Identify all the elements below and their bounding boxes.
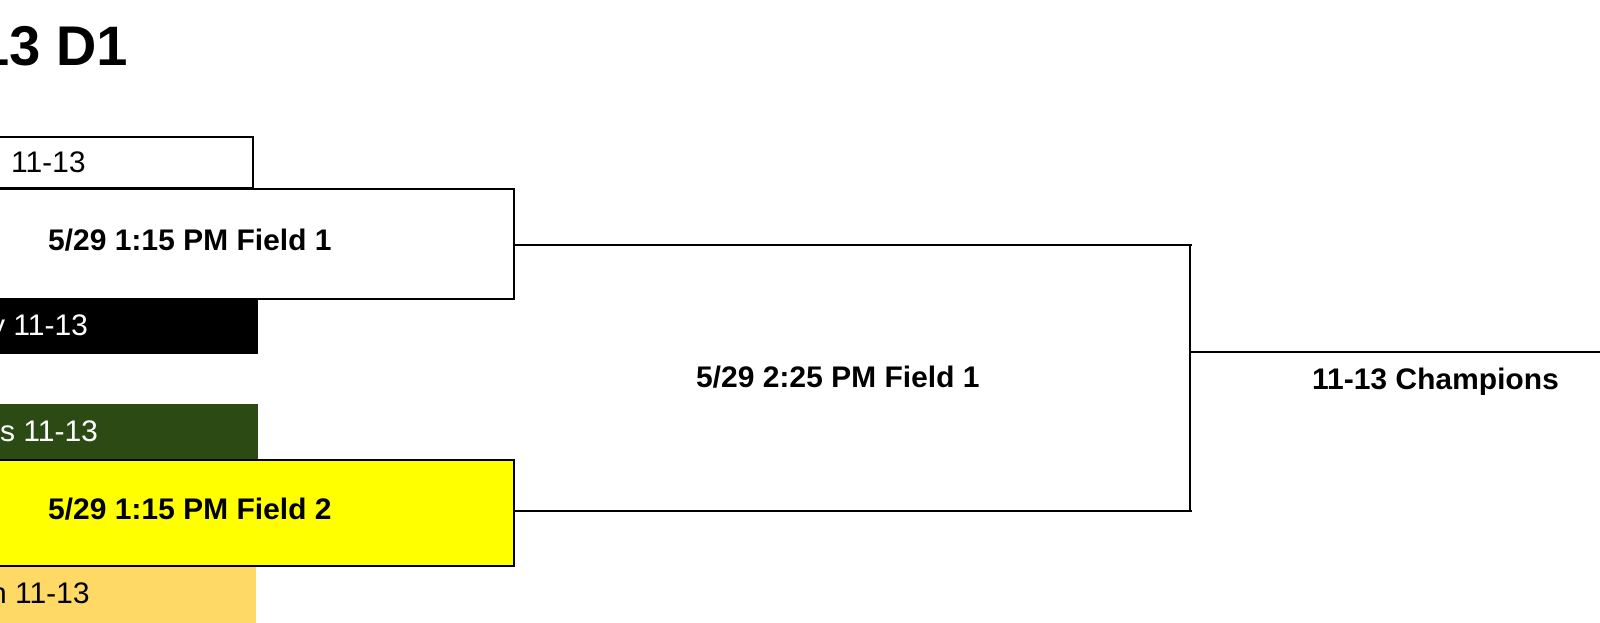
game-box-1-label: 5/29 1:15 PM Field 1 — [48, 224, 332, 257]
team-slot-2-label: y 11-13 — [0, 309, 88, 342]
connector-game2-right — [513, 510, 1192, 512]
connector-game1-right — [513, 244, 1192, 246]
game-box-2: 5/29 1:15 PM Field 2 — [0, 459, 515, 567]
game-box-2-label: 5/29 1:15 PM Field 2 — [48, 493, 332, 526]
final-game-label: 5/29 2:25 PM Field 1 — [696, 361, 980, 394]
connector-to-champion — [1189, 351, 1600, 353]
team-slot-4-label: n 11-13 — [0, 577, 90, 610]
connector-vertical — [1189, 244, 1191, 512]
bracket-title: 13 D1 — [0, 14, 128, 77]
team-slot-3: rs 11-13 — [0, 404, 258, 460]
champion-label: 11-13 Champions — [1312, 363, 1559, 396]
team-slot-1-label: 11-13 — [11, 146, 86, 179]
team-slot-2: y 11-13 — [0, 298, 258, 354]
team-slot-1: 11-13 — [0, 136, 254, 189]
game-box-1: 5/29 1:15 PM Field 1 — [0, 188, 515, 300]
team-slot-4: n 11-13 — [0, 567, 256, 623]
team-slot-3-label: rs 11-13 — [0, 415, 98, 448]
